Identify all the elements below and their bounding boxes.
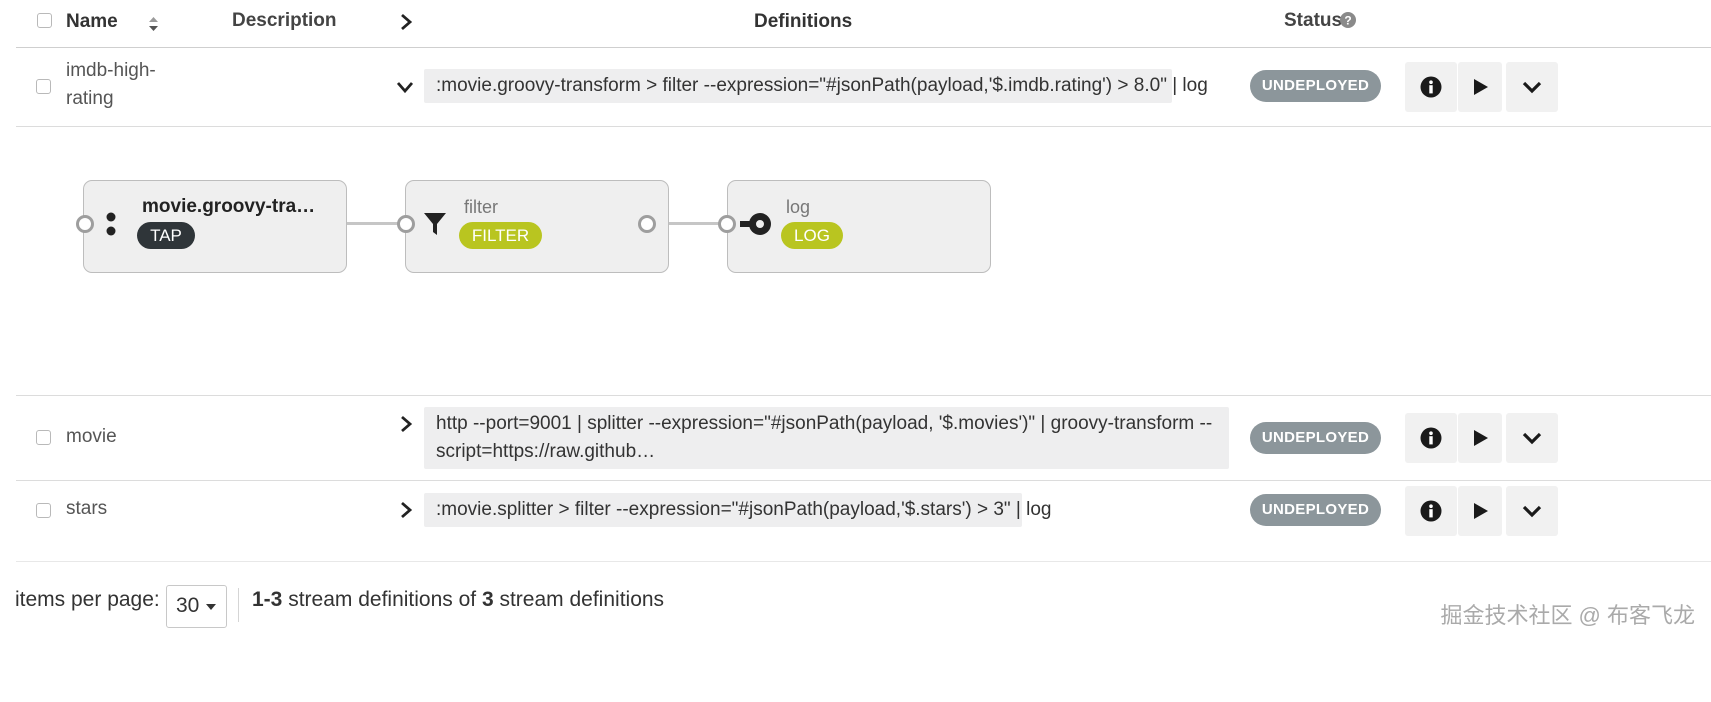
deploy-button[interactable] [1458, 413, 1502, 463]
deploy-button[interactable] [1458, 486, 1502, 536]
select-all-checkbox[interactable] [37, 13, 52, 28]
info-icon [1420, 500, 1442, 522]
pagination-text: stream definitions [493, 588, 665, 611]
chevron-down-icon [1522, 81, 1542, 94]
info-icon [1420, 427, 1442, 449]
column-header-definitions: Definitions [754, 11, 853, 32]
pagination-summary: 1-3 stream definitions of 3 stream defin… [252, 588, 664, 612]
more-actions-button[interactable] [1506, 62, 1558, 112]
stream-name[interactable]: movie [66, 426, 117, 447]
output-port[interactable] [638, 215, 656, 233]
watermark: 掘金技术社区 @ 布客飞龙 [1440, 603, 1695, 628]
info-button[interactable] [1405, 62, 1457, 112]
collapse-chevron-down-icon[interactable] [395, 77, 415, 97]
node-title: movie.groovy-tra… [142, 196, 316, 217]
node-type-badge: TAP [137, 222, 195, 249]
play-icon [1474, 79, 1488, 95]
definition-line: http --port=9001 | splitter --expression… [436, 413, 1213, 434]
input-port[interactable] [397, 215, 415, 233]
graph-connection [325, 222, 405, 225]
expand-chevron-right-icon[interactable] [396, 500, 416, 520]
input-port[interactable] [718, 215, 736, 233]
stream-name[interactable]: imdb-high- rating [66, 57, 156, 113]
definition-line: script=https://raw.github… [436, 441, 656, 462]
page-size-select[interactable]: 30 [166, 585, 227, 628]
caret-down-icon [206, 604, 216, 610]
stream-definition: :movie.splitter > filter --expression="#… [424, 493, 1052, 527]
column-header-description: Description [232, 10, 337, 31]
graph-connection [647, 222, 727, 225]
row-checkbox[interactable] [36, 503, 51, 518]
info-icon [1420, 76, 1442, 98]
chevron-down-icon [1522, 432, 1542, 445]
more-actions-button[interactable] [1506, 413, 1558, 463]
row-checkbox[interactable] [36, 430, 51, 445]
column-header-name[interactable]: Name [66, 11, 118, 32]
status-badge: UNDEPLOYED [1250, 422, 1381, 454]
status-badge: UNDEPLOYED [1250, 70, 1381, 102]
table-bottom-divider [16, 561, 1711, 562]
graph-node-log[interactable]: log LOG [727, 180, 991, 273]
row-divider [16, 480, 1711, 481]
expand-all-chevron-right-icon[interactable] [396, 12, 416, 32]
stream-definition: :movie.groovy-transform > filter --expre… [424, 69, 1208, 103]
pagination-total: 3 [481, 588, 494, 611]
play-icon [1474, 430, 1488, 446]
stream-name-line: imdb-high- [66, 60, 156, 81]
chevron-down-icon [1522, 505, 1542, 518]
graph-node-filter[interactable]: filter FILTER [405, 180, 669, 273]
stream-definition: http --port=9001 | splitter --expression… [424, 407, 1229, 469]
node-type-badge: LOG [781, 222, 843, 249]
more-actions-button[interactable] [1506, 486, 1558, 536]
node-type-badge: FILTER [459, 222, 542, 249]
expand-chevron-right-icon[interactable] [396, 414, 416, 434]
row-checkbox[interactable] [36, 79, 51, 94]
sink-icon [740, 213, 771, 235]
stream-name[interactable]: stars [66, 498, 108, 519]
page-size-value: 30 [176, 594, 200, 617]
info-button[interactable] [1405, 413, 1457, 463]
filter-icon [424, 213, 446, 235]
row-divider [16, 395, 1711, 396]
graph-node-tap[interactable]: movie.groovy-tra… TAP [83, 180, 347, 273]
column-header-status: Status [1284, 10, 1343, 31]
output-port[interactable] [76, 215, 94, 233]
sort-icon[interactable] [147, 15, 160, 33]
svg-text:?: ? [1344, 14, 1351, 28]
deploy-button[interactable] [1458, 62, 1502, 112]
help-icon[interactable]: ? [1340, 12, 1356, 28]
items-per-page-label: items per page: [15, 588, 160, 611]
node-title: log [786, 197, 811, 217]
pagination-text: stream definitions of [282, 588, 482, 611]
row-divider [16, 126, 1711, 127]
play-icon [1474, 503, 1488, 519]
status-badge: UNDEPLOYED [1250, 494, 1381, 526]
node-title: filter [464, 197, 499, 217]
info-button[interactable] [1405, 486, 1457, 536]
pagination-range: 1-3 [252, 588, 283, 611]
stream-name-line: rating [66, 88, 114, 109]
footer-separator [238, 588, 239, 622]
header-divider [16, 47, 1711, 48]
drag-handle-icon[interactable] [106, 211, 116, 237]
